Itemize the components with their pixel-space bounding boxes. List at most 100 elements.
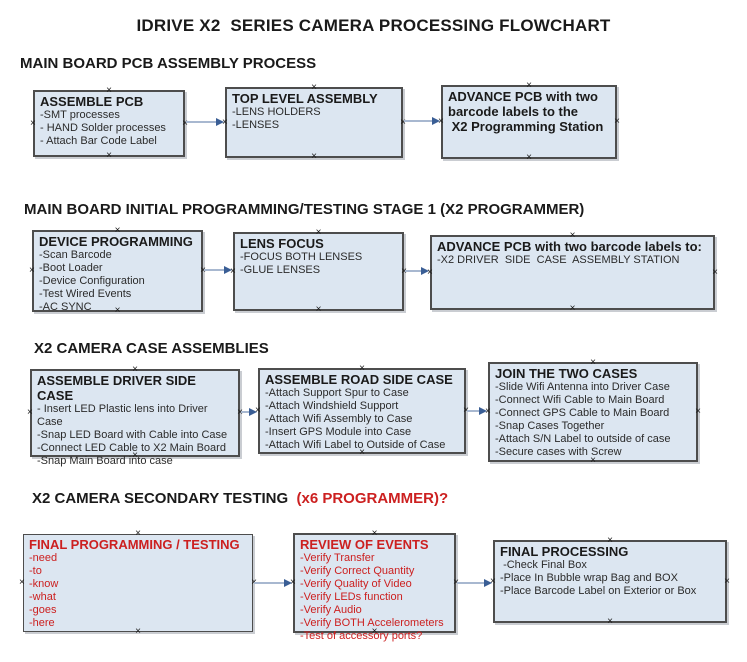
box-item: -Attach Wifi Assembly to Case bbox=[265, 413, 413, 425]
box-item: -to bbox=[29, 565, 42, 577]
box-item: -GLUE LENSES bbox=[240, 264, 321, 276]
box-item: -Snap Main Board into case bbox=[37, 455, 173, 467]
flow-connector bbox=[254, 578, 292, 588]
connector-line bbox=[467, 410, 479, 412]
box-title: TOP LEVEL ASSEMBLY bbox=[232, 91, 378, 106]
anchor-icon: × bbox=[315, 304, 322, 315]
box-item: -Connect Wifi Cable to Main Board bbox=[495, 394, 665, 406]
box-item: -know bbox=[29, 578, 59, 590]
box-item: -Place In Bubble wrap Bag and BOX bbox=[500, 572, 678, 584]
box-item: -Device Configuration bbox=[39, 275, 145, 287]
box-item: -Verify Transfer bbox=[300, 552, 375, 564]
flow-box-assemble-pcb: ASSEMBLE PCB -SMT processes - HAND Solde… bbox=[30, 86, 188, 161]
box-title: DEVICE PROGRAMMING bbox=[39, 234, 193, 249]
box-title: ASSEMBLE PCB bbox=[40, 94, 144, 109]
box-item: -AC SYNC bbox=[39, 301, 92, 313]
box-item: -Slide Wifi Antenna into Driver Case bbox=[495, 381, 670, 393]
box-item: -Verify Quality of Video bbox=[300, 578, 412, 590]
box-item: -Attach Windshield Support bbox=[265, 400, 399, 412]
box-item: -FOCUS BOTH LENSES bbox=[240, 251, 363, 263]
box-item: -Test of accessory ports? bbox=[300, 630, 423, 642]
anchor-icon: × bbox=[569, 303, 576, 314]
flow-connector bbox=[457, 578, 492, 588]
anchor-icon: × bbox=[30, 117, 36, 129]
box-item: -Connect LED Cable to X2 Main Board bbox=[37, 442, 226, 454]
box-item: -what bbox=[29, 591, 56, 603]
section-heading-secondary-testing: X2 CAMERA SECONDARY TESTING (x6 PROGRAMM… bbox=[32, 490, 448, 507]
box-title: JOIN THE TWO CASES bbox=[495, 366, 638, 381]
arrow-right-icon bbox=[421, 267, 429, 275]
box-item: - Insert LED Plastic lens into Driver Ca… bbox=[37, 403, 211, 428]
box-item: -Attach Wifi Label to Outside of Case bbox=[265, 439, 446, 451]
flow-connector bbox=[404, 116, 440, 126]
box-item: -Attach Support Spur to Case bbox=[265, 387, 409, 399]
heading-red-part: (x6 PROGRAMMER)? bbox=[288, 490, 449, 507]
box-title: ADVANCE PCB with two barcode labels to: bbox=[437, 239, 702, 254]
heading-black-part: X2 CAMERA SECONDARY TESTING bbox=[32, 490, 289, 507]
flow-box-lens-focus: LENS FOCUS -FOCUS BOTH LENSES -GLUE LENS… bbox=[230, 228, 407, 315]
anchor-icon: × bbox=[526, 152, 532, 163]
box-item: -Verify Audio bbox=[300, 604, 362, 616]
flow-box-assemble-road-side-case: ASSEMBLE ROAD SIDE CASE -Attach Support … bbox=[255, 364, 469, 458]
section-heading-initial-programming: MAIN BOARD INITIAL PROGRAMMING/TESTING S… bbox=[24, 201, 585, 218]
anchor-icon: × bbox=[106, 150, 112, 161]
box-item: -Verify Correct Quantity bbox=[300, 565, 415, 577]
flow-box-final-processing: FINAL PROCESSING -Check Final Box -Place… bbox=[490, 536, 730, 627]
box-item: -Snap LED Board with Cable into Case bbox=[37, 429, 228, 441]
section-heading-case-assemblies: X2 CAMERA CASE ASSEMBLIES bbox=[34, 340, 269, 357]
box-title: ASSEMBLE DRIVER SIDE CASE bbox=[37, 373, 200, 403]
arrow-right-icon bbox=[479, 407, 487, 415]
flow-box-advance-pcb-driver-station: ADVANCE PCB with two barcode labels to: … bbox=[427, 231, 718, 314]
anchor-icon: × bbox=[712, 266, 718, 278]
box-item: -here bbox=[29, 617, 55, 629]
box-title: FINAL PROCESSING bbox=[500, 544, 629, 559]
box-item: -Verify LEDs function bbox=[300, 591, 403, 603]
box-item: -Secure cases with Screw bbox=[495, 446, 622, 458]
flow-connector bbox=[467, 406, 487, 416]
connector-line bbox=[457, 582, 484, 584]
flow-box-device-programming: DEVICE PROGRAMMING -Scan Barcode -Boot L… bbox=[29, 226, 206, 316]
box-item: -goes bbox=[29, 604, 57, 616]
box-item: -Attach S/N Label to outside of case bbox=[495, 433, 671, 445]
connector-line bbox=[186, 121, 216, 123]
box-item: -Test Wired Events bbox=[39, 288, 132, 300]
box-title: ADVANCE PCB with two barcode labels to t… bbox=[448, 89, 604, 134]
connector-line bbox=[404, 120, 432, 122]
box-item: - HAND Solder processes bbox=[40, 122, 166, 134]
box-item: -LENS HOLDERS bbox=[232, 106, 321, 118]
arrow-right-icon bbox=[432, 117, 440, 125]
flow-connector bbox=[405, 266, 429, 276]
anchor-icon: × bbox=[614, 116, 620, 127]
connector-line bbox=[254, 582, 284, 584]
anchor-icon: × bbox=[29, 265, 35, 276]
arrow-right-icon bbox=[284, 579, 292, 587]
anchor-icon: × bbox=[19, 577, 25, 588]
box-item: - Attach Bar Code Label bbox=[40, 135, 157, 147]
flow-box-top-level-assembly: TOP LEVEL ASSEMBLY -LENS HOLDERS -LENSES… bbox=[222, 83, 406, 162]
connector-line bbox=[405, 270, 421, 272]
box-item: -X2 DRIVER SIDE CASE ASSEMBLY STATION bbox=[437, 254, 680, 266]
box-item: -Scan Barcode bbox=[39, 249, 112, 261]
box-item: -need bbox=[29, 552, 58, 564]
section-heading-pcb-assembly: MAIN BOARD PCB ASSEMBLY PROCESS bbox=[20, 55, 317, 72]
arrow-right-icon bbox=[224, 266, 232, 274]
arrow-right-icon bbox=[249, 408, 257, 416]
box-item: -Verify BOTH Accelerometers bbox=[300, 617, 444, 629]
box-item: -Check Final Box bbox=[500, 559, 587, 571]
flow-box-final-programming-testing: FINAL PROGRAMMING / TESTING -need -to -k… bbox=[19, 529, 257, 637]
arrow-right-icon bbox=[216, 118, 224, 126]
flow-connector bbox=[241, 407, 257, 417]
page-title: IDRIVE X2 SERIES CAMERA PROCESSING FLOWC… bbox=[136, 16, 611, 35]
flow-box-join-the-two-cases: JOIN THE TWO CASES -Slide Wifi Antenna i… bbox=[485, 358, 701, 466]
flow-connector bbox=[186, 117, 224, 127]
anchor-icon: × bbox=[724, 575, 730, 587]
anchor-icon: × bbox=[311, 151, 317, 162]
box-title: LENS FOCUS bbox=[240, 236, 324, 251]
box-item: -Snap Cases Together bbox=[495, 420, 605, 432]
flow-box-assemble-driver-side-case: ASSEMBLE DRIVER SIDE CASE - Insert LED P… bbox=[27, 365, 243, 468]
box-item: -Connect GPS Cable to Main Board bbox=[495, 407, 670, 419]
flow-box-review-of-events: REVIEW OF EVENTS -Verify Transfer -Verif… bbox=[290, 529, 459, 643]
box-title: FINAL PROGRAMMING / TESTING bbox=[29, 537, 240, 552]
box-title: ASSEMBLE ROAD SIDE CASE bbox=[265, 372, 453, 387]
